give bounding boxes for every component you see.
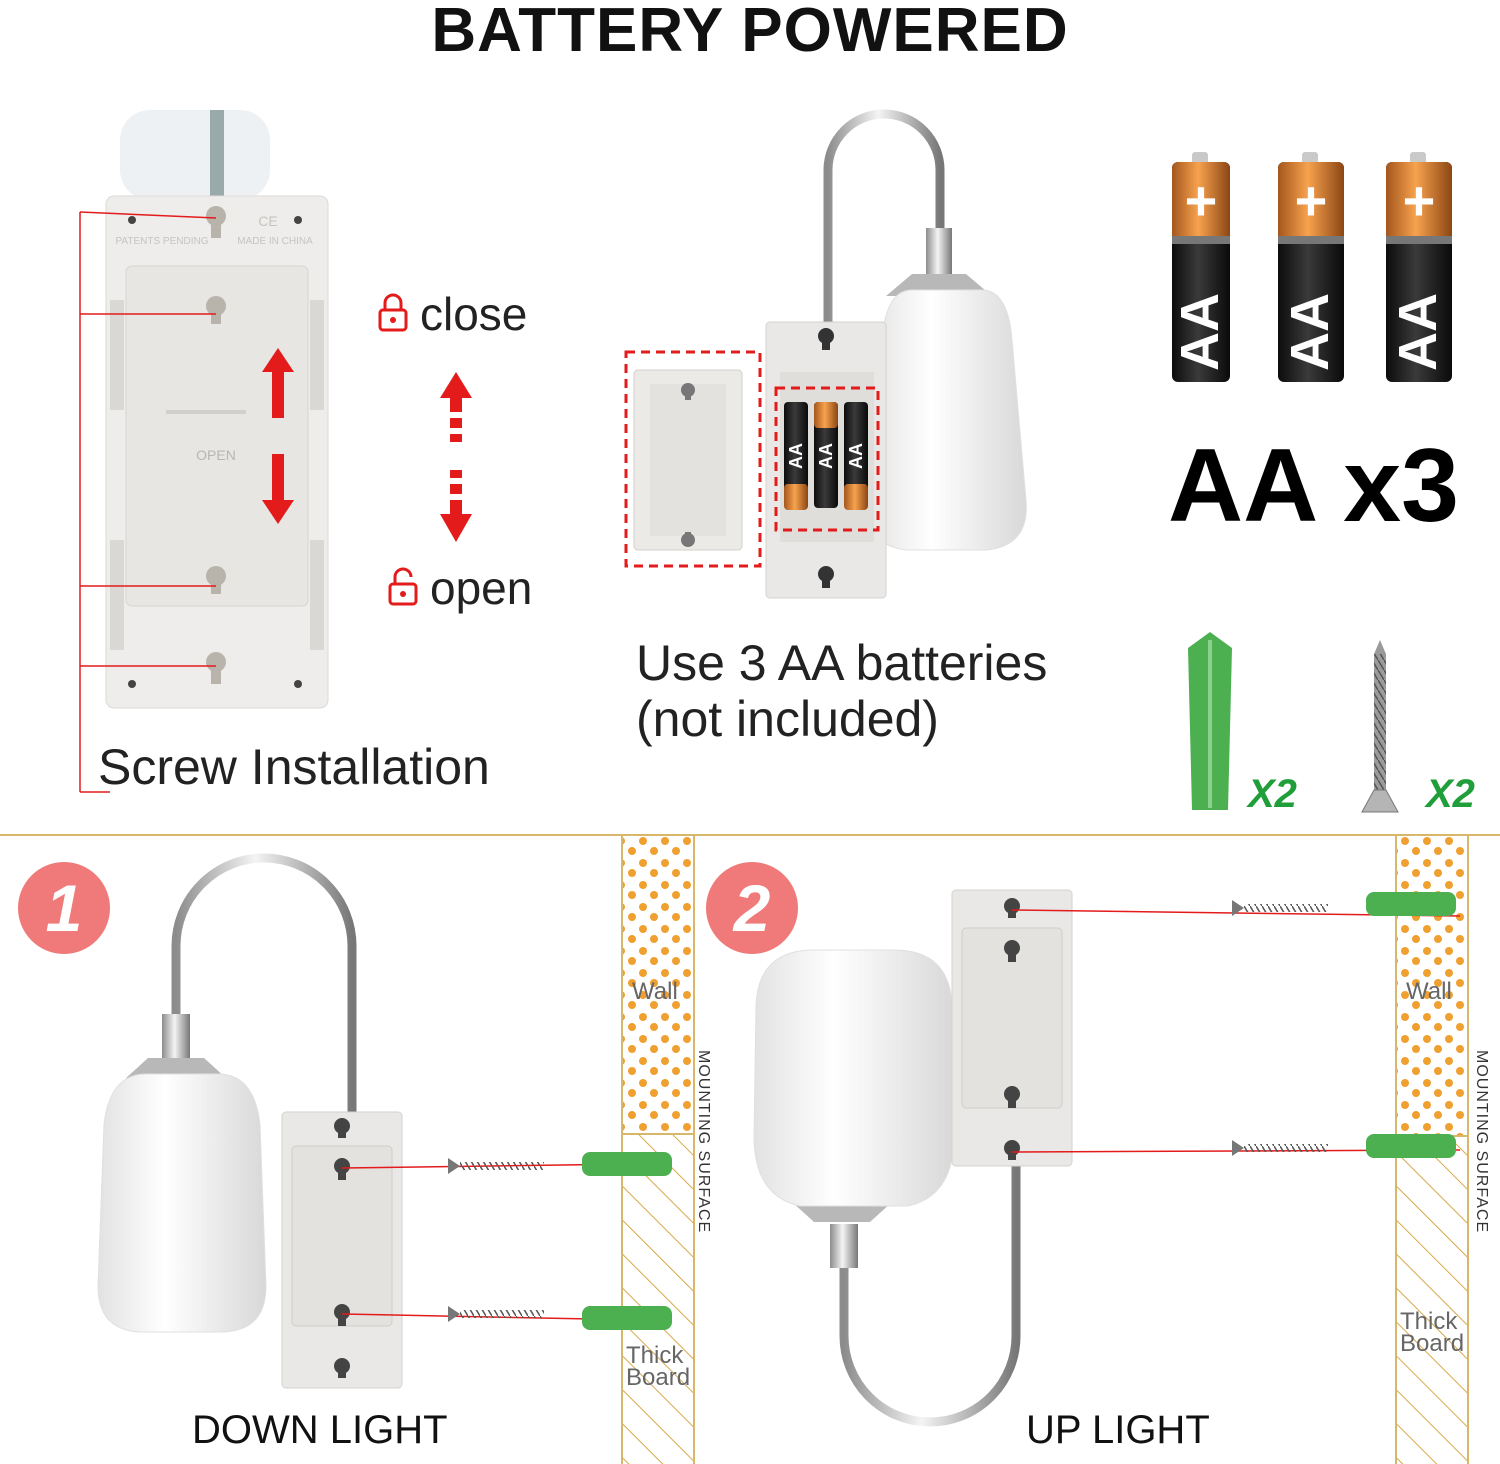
mini-battery-label-3: AA <box>846 443 866 469</box>
battery-aa-label-2: AA <box>1280 293 1340 371</box>
section-divider <box>0 834 1500 836</box>
mounting-plate-illustration: OPEN PATENTS PENDING MADE IN CHINA CE <box>79 110 329 793</box>
screw-qty-label: X2 <box>1426 772 1475 816</box>
screw-icon <box>1361 640 1399 813</box>
battery-aa-label-1: AA <box>1170 293 1230 371</box>
battery-aa-label-3: AA <box>1388 293 1448 371</box>
page-title: BATTERY POWERED <box>431 0 1069 65</box>
up-light-illustration <box>753 836 1469 1464</box>
step-2-wall-label: Wall <box>1406 978 1452 1005</box>
step-1-board-label-1: Thick <box>626 1342 684 1369</box>
battery-plus-2: + <box>1295 169 1328 232</box>
step-2-badge: 2 <box>706 862 798 954</box>
step-1-badge: 1 <box>18 862 110 954</box>
step-2-board-label-2: Board <box>1400 1330 1465 1357</box>
step-2-board-label-1: Thick <box>1400 1308 1458 1335</box>
battery-plus-1: + <box>1185 169 1218 232</box>
mini-battery-label-1: AA <box>786 443 806 469</box>
step-1-board-label-2: Board <box>626 1364 691 1391</box>
step-1-surface-label: MOUNTING SURFACE <box>695 1050 712 1234</box>
batteries-caption-line1: Use 3 AA batteries <box>636 635 1048 691</box>
battery-count-label: AA x3 <box>1168 428 1459 544</box>
up-light-label: UP LIGHT <box>1026 1408 1210 1452</box>
mini-battery-label-2: AA <box>816 443 836 469</box>
plate-open-text: OPEN <box>196 447 236 463</box>
lamp-battery-box-illustration: AA AA AA <box>624 109 1027 599</box>
plate-made-text: MADE IN CHINA <box>237 236 313 247</box>
batteries-caption-line2: (not included) <box>636 691 939 747</box>
wall-anchor-icon <box>1188 632 1232 810</box>
plate-ce-text: CE <box>258 213 277 229</box>
anchor-qty-label: X2 <box>1248 772 1297 816</box>
screw-installation-caption: Screw Installation <box>98 739 490 795</box>
open-label: open <box>430 562 533 614</box>
down-light-label: DOWN LIGHT <box>192 1408 448 1452</box>
slide-arrow-icon <box>440 372 472 542</box>
down-light-illustration <box>97 836 695 1464</box>
lock-open-icon <box>386 566 420 611</box>
aa-batteries-illustration: + + + AA AA AA <box>1170 152 1452 382</box>
lock-closed-icon <box>376 292 410 337</box>
battery-plus-3: + <box>1403 169 1436 232</box>
step-2-surface-label: MOUNTING SURFACE <box>1473 1050 1490 1234</box>
step-1-wall-label: Wall <box>632 978 678 1005</box>
plate-patent-text: PATENTS PENDING <box>116 236 209 247</box>
close-label: close <box>420 288 528 340</box>
